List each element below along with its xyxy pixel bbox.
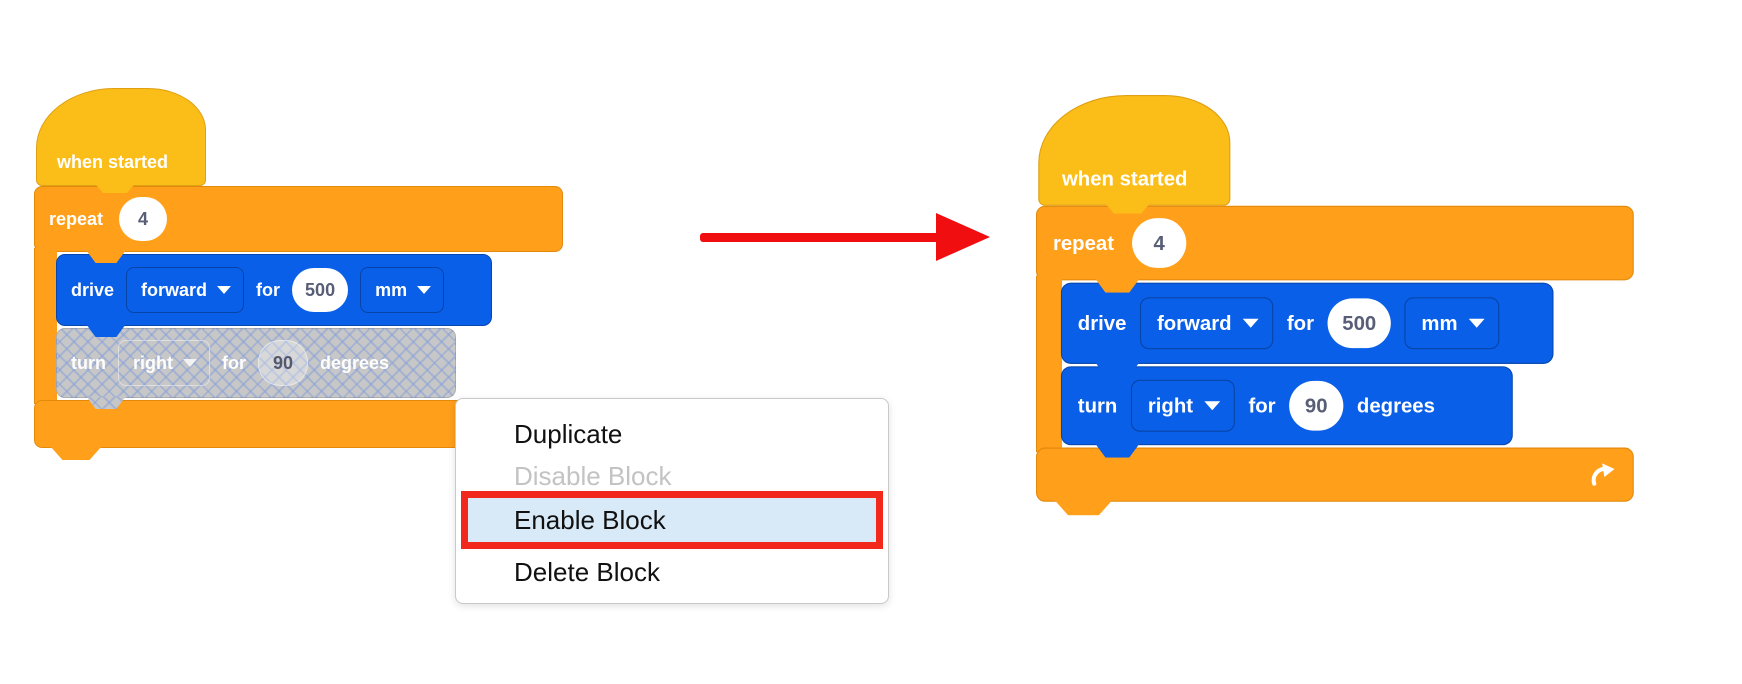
caret-down-icon <box>1204 401 1221 411</box>
caret-down-icon <box>217 286 232 294</box>
turn-for-label: for <box>222 352 246 373</box>
transition-arrow-line <box>700 233 940 242</box>
repeat-block-arm <box>34 248 57 404</box>
menu-item-enable-block-highlight[interactable]: Enable Block <box>461 491 883 549</box>
turn-block-enabled[interactable]: turn right for 90 degrees <box>1060 366 1513 446</box>
repeat-block-header[interactable]: repeat 4 <box>1036 205 1634 281</box>
drive-direction-dropdown[interactable]: forward <box>1139 297 1274 350</box>
drive-unit-value: mm <box>1421 311 1458 334</box>
when-started-label: when started <box>57 152 169 172</box>
repeat-connector-bump <box>1094 278 1140 293</box>
hat-connector-bump <box>92 180 138 193</box>
menu-item-disable-block[interactable]: Disable Block <box>514 461 672 491</box>
menu-item-duplicate[interactable]: Duplicate <box>514 419 623 449</box>
loop-arrow-icon <box>1590 462 1617 487</box>
repeat-count-input[interactable]: 4 <box>1132 218 1187 268</box>
turn-block-disabled[interactable]: turn right for 90 degrees <box>56 328 456 398</box>
block-stack-before: when started repeat 4 drive forward for … <box>34 88 634 468</box>
repeat-block-footer[interactable] <box>1036 447 1634 502</box>
drive-block[interactable]: drive forward for 500 mm <box>56 254 492 326</box>
drive-for-label: for <box>256 279 281 300</box>
drive-label: drive <box>71 279 115 300</box>
turn-unit-label: degrees <box>1356 393 1435 417</box>
repeat-label: repeat <box>49 208 104 229</box>
when-started-hat-block[interactable]: when started <box>36 88 206 186</box>
menu-item-delete-block[interactable]: Delete Block <box>514 557 660 587</box>
transition-arrow-head <box>936 213 990 261</box>
caret-down-icon <box>1468 318 1485 328</box>
turn-label: turn <box>71 352 106 373</box>
turn-direction-dropdown[interactable]: right <box>1130 379 1235 432</box>
drive-block[interactable]: drive forward for 500 mm <box>1060 282 1554 364</box>
drive-connector-bump <box>1094 361 1140 377</box>
turn-connector-bump <box>1094 443 1140 458</box>
caret-down-icon <box>417 286 432 294</box>
drive-unit-dropdown[interactable]: mm <box>1404 297 1500 350</box>
turn-direction-dropdown[interactable]: right <box>118 340 210 386</box>
when-started-label: when started <box>1061 167 1188 190</box>
context-menu: Duplicate Disable Block Enable Block Del… <box>455 398 889 604</box>
when-started-hat-block[interactable]: when started <box>1038 95 1231 206</box>
stack-bottom-bump <box>1054 499 1113 516</box>
turn-direction-value: right <box>1147 393 1194 417</box>
repeat-label: repeat <box>1052 231 1115 254</box>
turn-connector-bump <box>86 396 126 409</box>
turn-angle-input[interactable]: 90 <box>1289 380 1344 431</box>
drive-distance-input[interactable]: 500 <box>292 268 349 312</box>
drive-direction-dropdown[interactable]: forward <box>126 267 245 313</box>
block-stack-after: when started repeat 4 drive forward for … <box>1036 95 1714 524</box>
turn-for-label: for <box>1248 393 1276 417</box>
stack-bottom-bump <box>50 446 102 460</box>
caret-down-icon <box>183 359 197 367</box>
drive-label: drive <box>1077 311 1127 334</box>
drive-unit-value: mm <box>375 279 408 300</box>
drive-direction-value: forward <box>1156 311 1232 334</box>
repeat-connector-bump <box>86 250 126 263</box>
repeat-block-arm <box>1036 275 1062 453</box>
caret-down-icon <box>1242 318 1259 328</box>
turn-unit-label: degrees <box>320 352 390 373</box>
drive-distance-input[interactable]: 500 <box>1327 298 1391 349</box>
drive-direction-value: forward <box>141 279 208 300</box>
turn-direction-value: right <box>133 352 173 373</box>
turn-angle-input[interactable]: 90 <box>258 340 308 386</box>
turn-label: turn <box>1077 393 1118 417</box>
drive-connector-bump <box>86 324 126 337</box>
menu-item-enable-block[interactable]: Enable Block <box>514 504 666 535</box>
repeat-count-input[interactable]: 4 <box>119 197 168 241</box>
hat-connector-bump <box>1101 198 1154 214</box>
drive-for-label: for <box>1286 311 1315 334</box>
repeat-block-header[interactable]: repeat 4 <box>34 186 563 252</box>
drive-unit-dropdown[interactable]: mm <box>360 267 445 313</box>
